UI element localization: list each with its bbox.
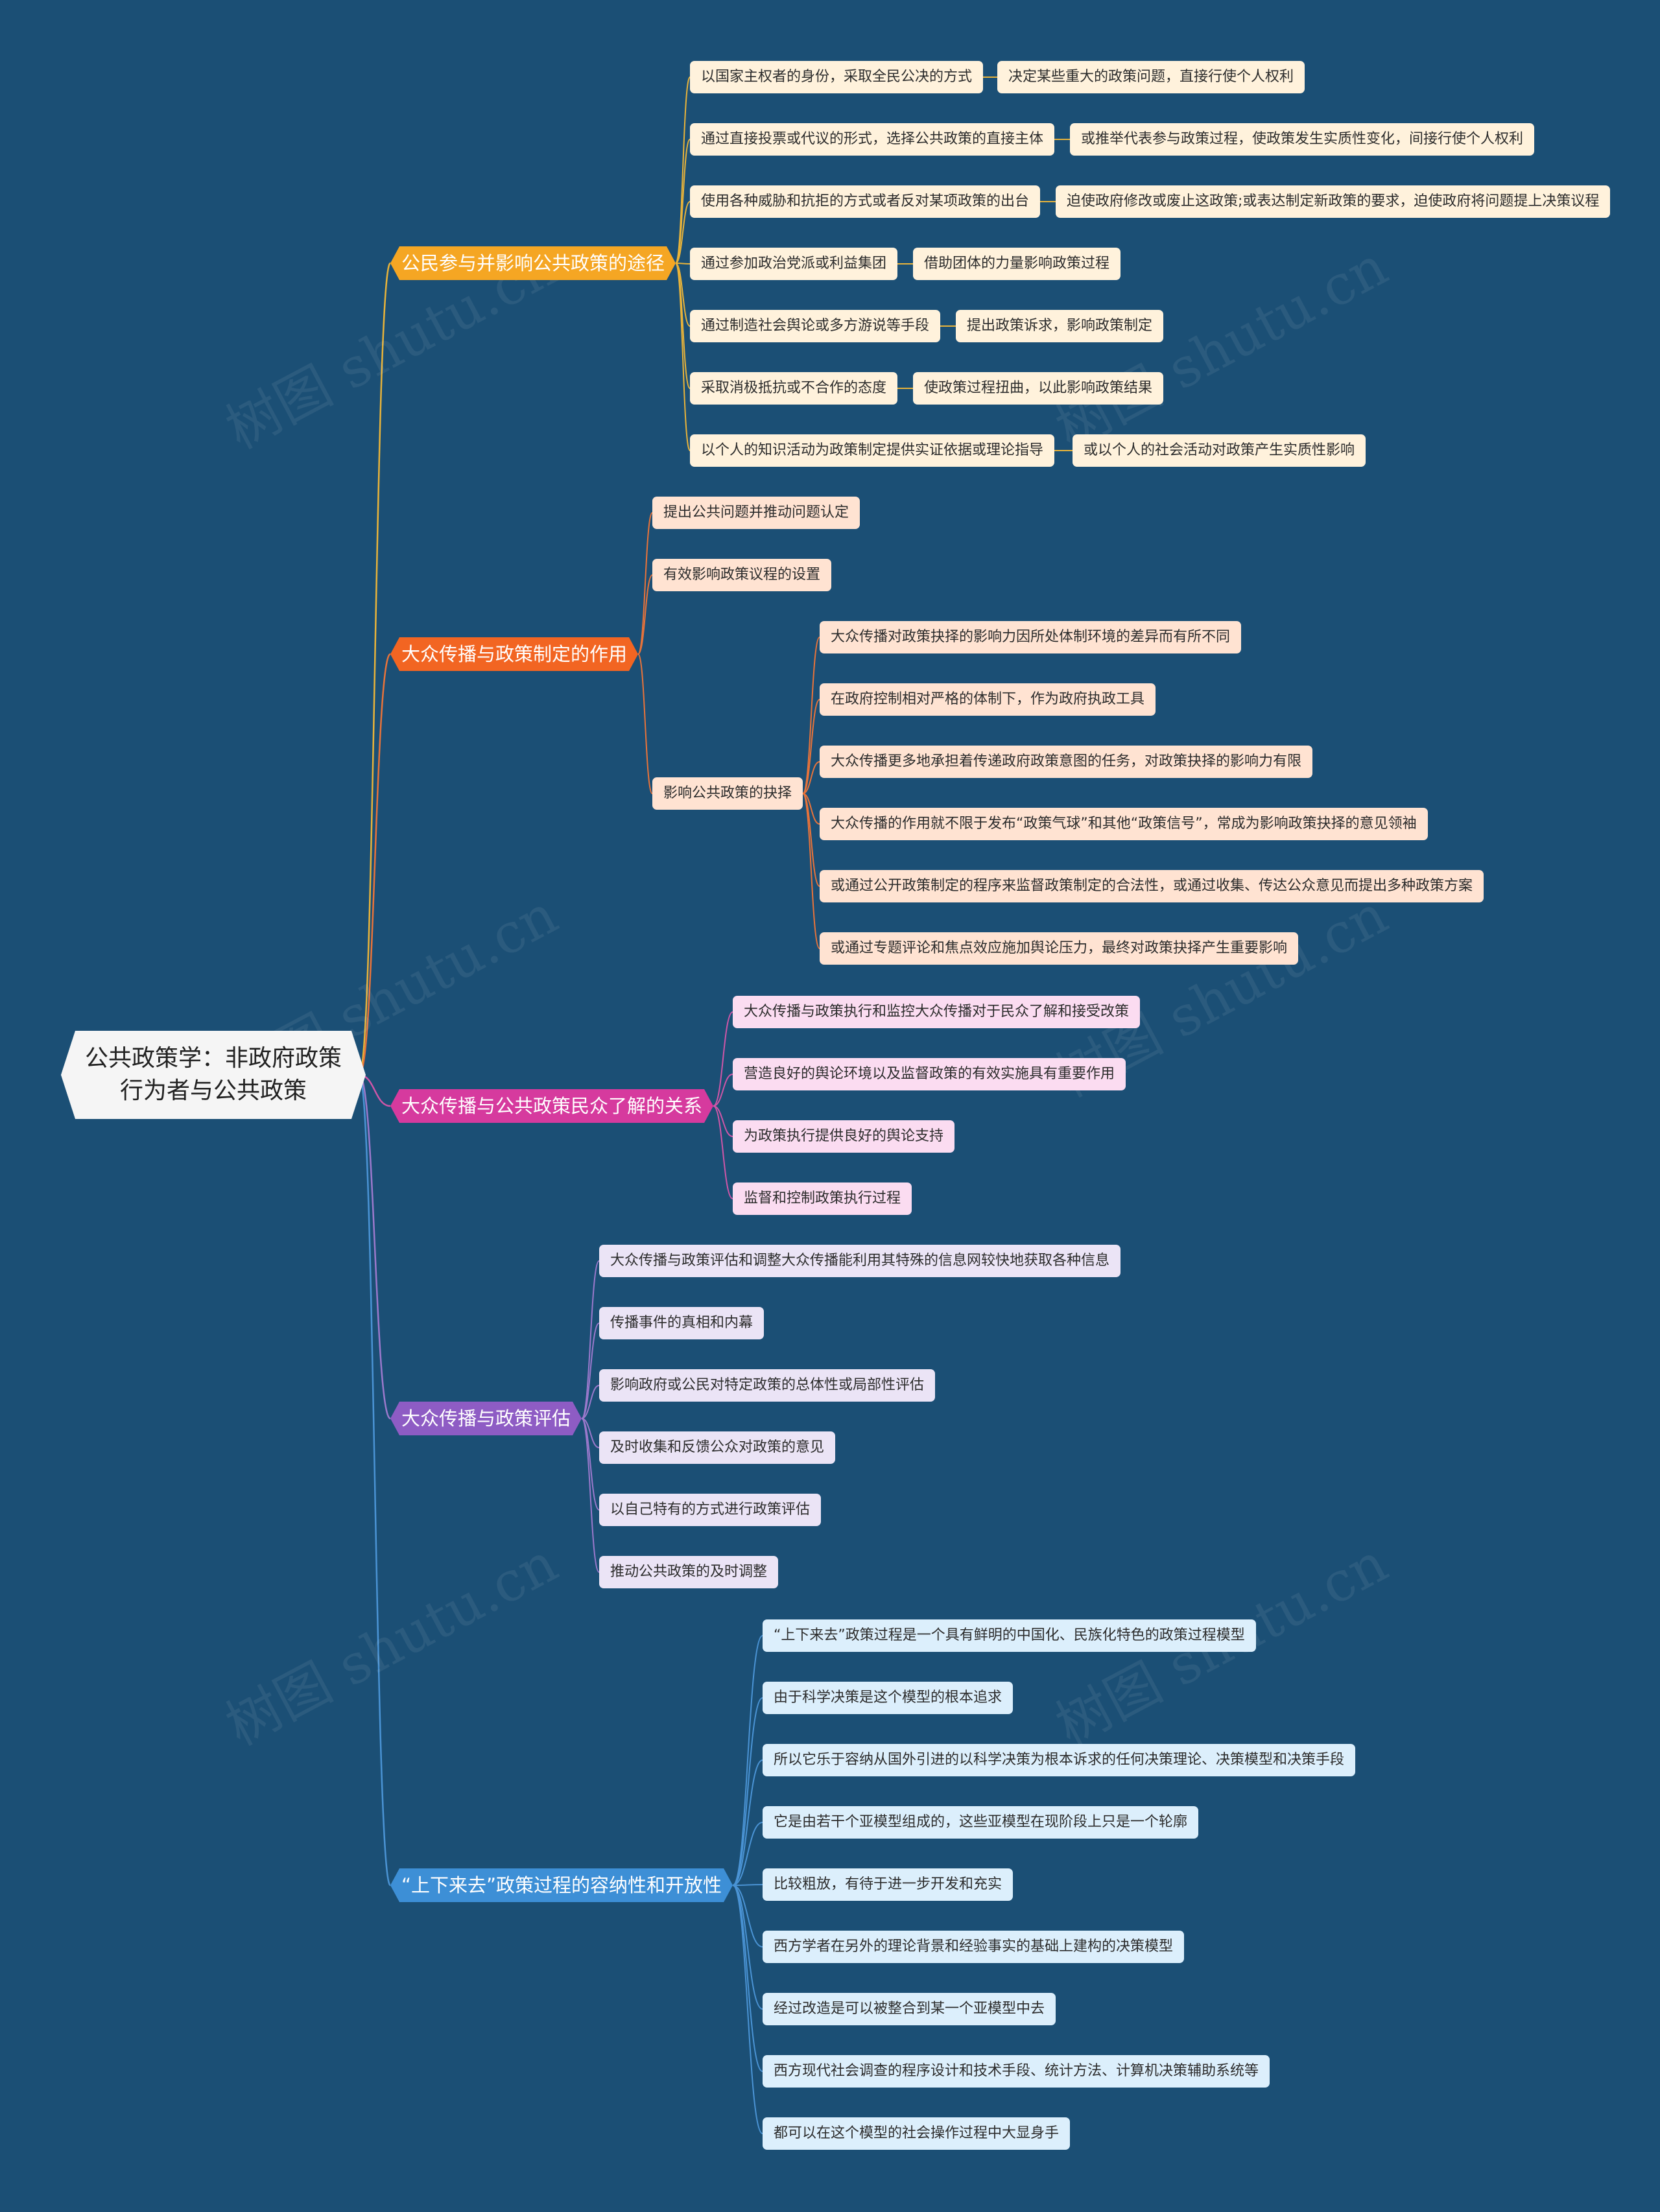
leaf-node[interactable]: 提出政策诉求，影响政策制定 [956,310,1164,342]
connector-line [675,201,691,264]
leaf-node[interactable]: 在政府控制相对严格的体制下，作为政府执政工具 [820,683,1156,716]
connector-line [732,1697,763,1886]
leaf-node[interactable]: 以个人的知识活动为政策制定提供实证依据或理论指导 [690,434,1055,467]
leaf-node[interactable]: 由于科学决策是这个模型的根本追求 [763,1682,1014,1714]
connector-line [802,699,820,794]
connector-line [732,1885,763,1947]
connector-line [581,1418,600,1448]
leaf-node[interactable]: 或通过专题评论和焦点效应施加舆论压力，最终对政策抉择产生重要影响 [820,932,1299,965]
leaf-node[interactable]: 以自己特有的方式进行政策评估 [599,1494,822,1526]
connector-line [713,1105,733,1199]
branch-topic-public-understanding[interactable]: 大众传播与公共政策民众了解的关系 [390,1089,713,1123]
connector-line [581,1323,600,1419]
branch-topic-policy-making[interactable]: 大众传播与政策制定的作用 [390,637,638,671]
leaf-node[interactable]: 大众传播与政策执行和监控大众传播对于民众了解和接受改策 [733,996,1141,1028]
leaf-node[interactable]: 或以个人的社会活动对政策产生实质性影响 [1073,434,1366,467]
connector-line [358,1074,392,1887]
leaf-node[interactable]: 决定某些重大的政策问题，直接行使个人权利 [997,61,1305,93]
connector-line [732,1759,763,1886]
leaf-node[interactable]: 为政策执行提供良好的舆论支持 [733,1120,955,1153]
leaf-node[interactable]: 迫使政府修改或废止这政策;或表达制定新政策的要求，迫使政府将问题提上决策议程 [1056,185,1611,218]
leaf-node[interactable]: 影响公共政策的抉择 [652,777,803,810]
leaf-node[interactable]: 西方学者在另外的理论背景和经验事实的基础上建构的决策模型 [763,1931,1185,1963]
connector-line [675,263,691,265]
leaf-node[interactable]: 提出公共问题并推动问题认定 [652,497,860,529]
leaf-node[interactable]: 或通过公开政策制定的程序来监督政策制定的合法性，或通过收集、传达公众意见而提出多… [820,870,1484,902]
leaf-node[interactable]: 大众传播对政策抉择的影响力因所处体制环境的差异而有所不同 [820,621,1242,653]
leaf-node[interactable]: 使政策过程扭曲，以此影响政策结果 [913,372,1164,405]
connector-line [358,1074,392,1420]
connector-line [802,761,820,794]
connector-line [637,653,653,794]
connector-line [732,1885,763,2134]
connector-line [732,1885,763,2072]
leaf-node[interactable]: 借助团体的力量影响政策过程 [913,248,1121,280]
connector-line [581,1260,600,1419]
connector-line [675,139,691,264]
leaf-node[interactable]: 通过直接投票或代议的形式，选择公共政策的直接主体 [690,123,1055,156]
connector-line [581,1418,600,1573]
leaf-node[interactable]: 西方现代社会调查的程序设计和技术手段、统计方法、计算机决策辅助系统等 [763,2055,1270,2088]
connector-line [713,1011,733,1107]
connector-line [802,793,820,949]
connector-line [713,1105,733,1137]
root-topic-line-2: 行为者与公共政策 [119,1077,307,1104]
branch-topic-participation[interactable]: 公民参与并影响公共政策的途径 [390,246,676,280]
connector-line [358,262,392,1076]
connector-line [581,1385,600,1419]
leaf-node[interactable]: 通过制造社会舆论或多方游说等手段 [690,310,941,342]
root-topic-line-1: 公共政策学：非政府政策 [84,1045,342,1072]
leaf-node[interactable]: 大众传播更多地承担着传递政府政策意图的任务，对政策抉择的影响力有限 [820,746,1313,778]
branch-topic-openness[interactable]: “上下来去”政策过程的容纳性和开放性 [390,1868,733,1902]
leaf-node[interactable]: 监督和控制政策执行过程 [733,1182,912,1215]
leaf-node[interactable]: 及时收集和反馈公众对政策的意见 [599,1431,836,1464]
leaf-node[interactable]: 比较粗放，有待于进一步开发和充实 [763,1868,1014,1901]
leaf-node[interactable]: 以国家主权者的身份，采取全民公决的方式 [690,61,984,93]
leaf-node[interactable]: 大众传播的作用就不限于发布“政策气球”和其他“政策信号”，常成为影响政策抉择的意… [820,808,1428,840]
leaf-node[interactable]: 有效影响政策议程的设置 [652,559,832,591]
connector-line [732,1635,763,1886]
leaf-node[interactable]: “上下来去”政策过程是一个具有鲜明的中国化、民族化特色的政策过程模型 [763,1619,1256,1652]
connector-line [713,1074,733,1107]
connector-line [637,512,653,655]
leaf-node[interactable]: 采取消极抵抗或不合作的态度 [690,372,898,405]
connector-line [732,1822,763,1886]
leaf-node[interactable]: 推动公共政策的及时调整 [599,1556,779,1588]
leaf-node[interactable]: 影响政府或公民对特定政策的总体性或局部性评估 [599,1369,936,1402]
leaf-node[interactable]: 通过参加政治党派或利益集团 [690,248,898,280]
leaf-node[interactable]: 经过改造是可以被整合到某一个亚模型中去 [763,1993,1056,2025]
connector-line [732,1885,763,2010]
leaf-node[interactable]: 都可以在这个模型的社会操作过程中大显身手 [763,2117,1071,2150]
leaf-node[interactable]: 营造良好的舆论环境以及监督政策的有效实施具有重要作用 [733,1058,1126,1090]
connector-line [675,263,691,451]
root-topic[interactable]: 公共政策学：非政府政策 行为者与公共政策 [61,1031,366,1119]
leaf-node[interactable]: 或推举代表参与政策过程，使政策发生实质性变化，间接行使个人权利 [1070,123,1535,156]
leaf-node[interactable]: 大众传播与政策评估和调整大众传播能利用其特殊的信息网较快地获取各种信息 [599,1245,1121,1277]
branch-topic-evaluation[interactable]: 大众传播与政策评估 [390,1402,582,1435]
connector-line [802,637,820,794]
leaf-node[interactable]: 它是由若干个亚模型组成的，这些亚模型在现阶段上只是一个轮廓 [763,1806,1199,1839]
leaf-node[interactable]: 传播事件的真相和内幕 [599,1307,765,1339]
connector-line [637,574,653,655]
leaf-node[interactable]: 使用各种威胁和抗拒的方式或者反对某项政策的出台 [690,185,1041,218]
leaf-node[interactable]: 所以它乐于容纳从国外引进的以科学决策为根本诉求的任何决策理论、决策模型和决策手段 [763,1744,1356,1776]
connector-line [802,793,820,825]
connector-line [358,653,392,1076]
